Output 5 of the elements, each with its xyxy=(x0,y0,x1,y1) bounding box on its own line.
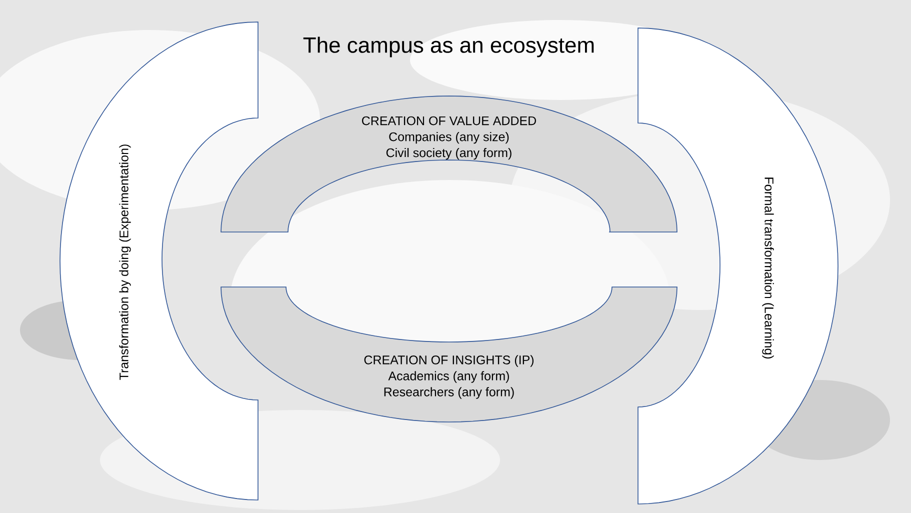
title: The campus as an ecosystem xyxy=(303,36,594,58)
crescent-band: Transformation by doing (Experimentation) xyxy=(60,22,258,500)
arch-band: CREATION OF VALUE ADDED Companies (any size) Civil society (any form) xyxy=(220,96,678,232)
crescent-band: Formal transformation (Learning) xyxy=(638,28,838,504)
arch-band: CREATION OF INSIGHTS (IP) Academics (any form) Researchers (any form) xyxy=(220,286,678,422)
